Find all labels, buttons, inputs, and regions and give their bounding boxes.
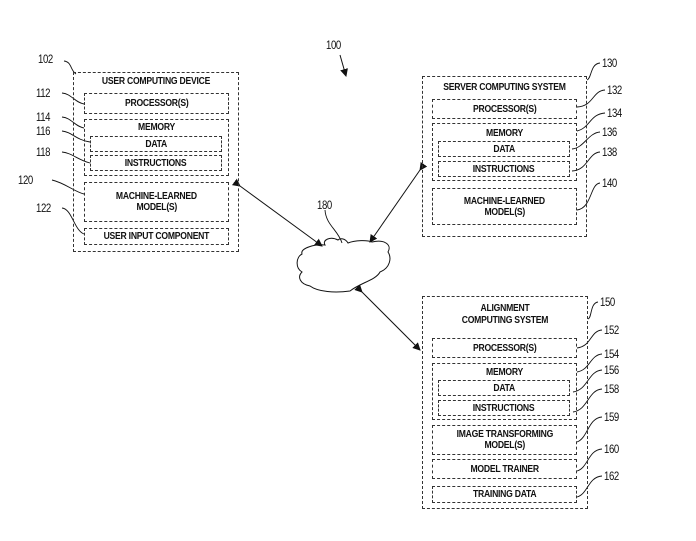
ref-154: 154	[604, 347, 619, 361]
ref-136: 136	[602, 125, 617, 139]
alignment-data-box[interactable]: DATA	[438, 380, 570, 396]
alignment-network-link[interactable]	[354, 284, 421, 351]
system-ref-label: 100	[326, 38, 341, 52]
alignment-image-models-label-2: MODEL(S)	[484, 439, 525, 451]
network-leader	[324, 209, 343, 244]
alignment-model-trainer-label: MODEL TRAINER	[470, 462, 539, 475]
user-input-component-label: USER INPUT COMPONENT	[103, 230, 210, 242]
alignment-data-label: DATA	[493, 381, 515, 394]
ref-132: 132	[607, 83, 622, 97]
user-computing-device[interactable]	[73, 72, 239, 252]
user-data-label: DATA	[145, 137, 167, 150]
alignment-title-2: COMPUTING SYSTEM	[461, 314, 549, 326]
user-ml-models-label-2: MODEL(S)	[136, 201, 177, 213]
ref-112: 112	[36, 86, 51, 100]
ref-159: 159	[604, 410, 619, 424]
server-ml-models-box[interactable]: MACHINE-LEARNED MODEL(S)	[432, 188, 577, 225]
ref-120: 120	[18, 173, 33, 187]
ref-150: 150	[600, 295, 615, 309]
user-data-box[interactable]: DATA	[90, 136, 222, 152]
user-instructions-label: INSTRUCTIONS	[125, 156, 187, 169]
ref-122: 122	[36, 201, 51, 215]
user-memory-box[interactable]	[84, 119, 229, 176]
server-processor-label: PROCESSOR(S)	[472, 102, 537, 115]
ref-160: 160	[604, 442, 619, 456]
alignment-processor-box[interactable]: PROCESSOR(S)	[432, 338, 577, 358]
server-data-label: DATA	[493, 142, 515, 155]
ref-156: 156	[604, 363, 619, 377]
system-ref-arrow	[339, 54, 348, 77]
ref-130: 130	[602, 56, 617, 70]
ref-152: 152	[604, 323, 619, 337]
alignment-instructions-box[interactable]: INSTRUCTIONS	[438, 400, 570, 416]
server-computing-system[interactable]	[422, 76, 587, 237]
ref-116: 116	[36, 124, 51, 138]
alignment-instructions-label: INSTRUCTIONS	[473, 401, 535, 414]
user-device-title: USER COMPUTING DEVICE	[101, 75, 211, 87]
server-memory-label: MEMORY	[486, 127, 523, 139]
network-cloud[interactable]	[296, 237, 391, 293]
ref-138: 138	[602, 145, 617, 159]
server-title: SERVER COMPUTING SYSTEM	[443, 81, 566, 93]
user-network-link[interactable]	[231, 178, 323, 247]
server-memory-box[interactable]	[432, 123, 577, 181]
alignment-image-models-label-1: IMAGE TRANSFORMING	[456, 428, 553, 440]
alignment-training-data-box[interactable]: TRAINING DATA	[432, 486, 577, 503]
alignment-model-trainer-box[interactable]: MODEL TRAINER	[432, 459, 577, 479]
user-input-component-box[interactable]: USER INPUT COMPONENT	[84, 228, 229, 245]
ref-118: 118	[36, 145, 51, 159]
alignment-computing-system[interactable]	[422, 296, 588, 509]
alignment-training-data-label: TRAINING DATA	[472, 488, 537, 500]
ref-140: 140	[602, 176, 617, 190]
user-processor-box[interactable]: PROCESSOR(S)	[84, 93, 229, 114]
server-instructions-label: INSTRUCTIONS	[473, 162, 535, 175]
alignment-title-1: ALIGNMENT	[480, 302, 530, 314]
ref-162: 162	[604, 469, 619, 483]
server-ml-models-label-2: MODEL(S)	[484, 205, 525, 218]
user-memory-label: MEMORY	[138, 121, 175, 133]
network-ref-label: 180	[317, 198, 332, 212]
ref-158: 158	[604, 382, 619, 396]
server-processor-box[interactable]: PROCESSOR(S)	[432, 99, 577, 119]
alignment-processor-label: PROCESSOR(S)	[472, 341, 537, 354]
ref-114: 114	[36, 110, 51, 124]
server-data-box[interactable]: DATA	[438, 141, 570, 157]
user-instructions-box[interactable]: INSTRUCTIONS	[90, 155, 222, 171]
ref-102: 102	[38, 52, 53, 66]
server-instructions-box[interactable]: INSTRUCTIONS	[438, 161, 570, 177]
ref-134: 134	[607, 106, 622, 120]
user-processor-label: PROCESSOR(S)	[124, 97, 189, 109]
alignment-memory-label: MEMORY	[486, 366, 523, 378]
server-ml-models-label-1: MACHINE-LEARNED	[464, 194, 545, 207]
user-ml-models-box[interactable]: MACHINE-LEARNED MODEL(S)	[84, 182, 229, 222]
server-network-link[interactable]	[369, 161, 428, 243]
alignment-image-models-box[interactable]: IMAGE TRANSFORMING MODEL(S)	[432, 425, 577, 455]
alignment-memory-box[interactable]	[432, 363, 577, 420]
user-ml-models-label-1: MACHINE-LEARNED	[116, 190, 197, 202]
